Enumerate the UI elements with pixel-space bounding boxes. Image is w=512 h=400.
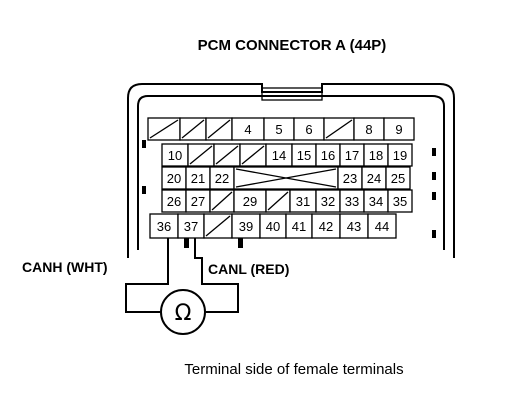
unused-terminal-mark <box>267 191 289 211</box>
terminal-number: 26 <box>167 194 181 209</box>
terminal-number: 9 <box>395 122 402 137</box>
terminal-number: 23 <box>343 171 357 186</box>
unused-terminal-mark <box>205 215 231 237</box>
probe-wires: Ω <box>125 238 239 335</box>
canl-wire <box>194 238 239 313</box>
ohmmeter-symbol: Ω <box>175 301 192 326</box>
terminal-number: 24 <box>367 171 381 186</box>
terminal-number: 15 <box>297 148 311 163</box>
terminal-19 <box>387 143 413 167</box>
terminal-35 <box>387 189 413 213</box>
terminal-number: 6 <box>305 122 312 137</box>
canl-label: CANL (RED) <box>208 261 289 277</box>
terminal-9 <box>383 117 415 141</box>
terminal-number: 43 <box>347 219 361 234</box>
terminal-25 <box>385 166 411 190</box>
terminal-number: 32 <box>321 194 335 209</box>
terminal-number: 17 <box>345 148 359 163</box>
unused-terminal-mark <box>189 145 213 165</box>
terminal-number: 5 <box>275 122 282 137</box>
terminal-41 <box>285 213 313 239</box>
terminal-number: 40 <box>266 219 280 234</box>
terminal-40 <box>259 213 287 239</box>
terminal-number: 34 <box>369 194 383 209</box>
terminal-number: 10 <box>168 148 182 163</box>
terminal-number: 16 <box>321 148 335 163</box>
unused-terminal-mark <box>215 145 239 165</box>
terminal-number: 14 <box>272 148 286 163</box>
unused-terminal-mark <box>149 119 179 139</box>
blocked-area-mark <box>235 168 337 188</box>
terminal-number: 35 <box>393 194 407 209</box>
unused-terminal-mark <box>241 145 265 165</box>
terminal-grid: 4 5 6 8 9 10 14 15 16 17 18 19 20 21 22 23 24 25 26 27 29 31 3… <box>147 117 415 239</box>
unused-terminal-mark <box>211 191 233 211</box>
diagram-caption: Terminal side of female terminals <box>184 361 403 378</box>
terminal-number: 27 <box>191 194 205 209</box>
unused-terminal-mark <box>181 119 205 139</box>
terminal-number: 37 <box>184 219 198 234</box>
terminal-42 <box>311 213 341 239</box>
diagram-title: PCM CONNECTOR A (44P) <box>198 37 387 54</box>
terminal-number: 4 <box>244 122 251 137</box>
terminal-number: 39 <box>239 219 253 234</box>
terminal-number: 31 <box>296 194 310 209</box>
canh-label: CANH (WHT) <box>22 259 108 275</box>
terminal-number: 41 <box>292 219 306 234</box>
terminal-number: 44 <box>375 219 389 234</box>
terminal-number: 18 <box>369 148 383 163</box>
terminal-number: 20 <box>167 171 181 186</box>
terminal-44 <box>367 213 397 239</box>
terminal-number: 21 <box>191 171 205 186</box>
terminal-number: 29 <box>243 194 257 209</box>
unused-terminal-mark <box>207 119 231 139</box>
terminal-number: 36 <box>157 219 171 234</box>
ohmmeter-icon <box>160 289 206 335</box>
terminal-number: 22 <box>215 171 229 186</box>
terminal-number: 19 <box>393 148 407 163</box>
connector-housing <box>127 83 455 258</box>
terminal-number: 8 <box>365 122 372 137</box>
terminal-number: 25 <box>391 171 405 186</box>
unused-terminal-mark <box>325 119 353 139</box>
terminal-number: 42 <box>319 219 333 234</box>
terminal-number: 33 <box>345 194 359 209</box>
canh-wire <box>125 238 169 313</box>
